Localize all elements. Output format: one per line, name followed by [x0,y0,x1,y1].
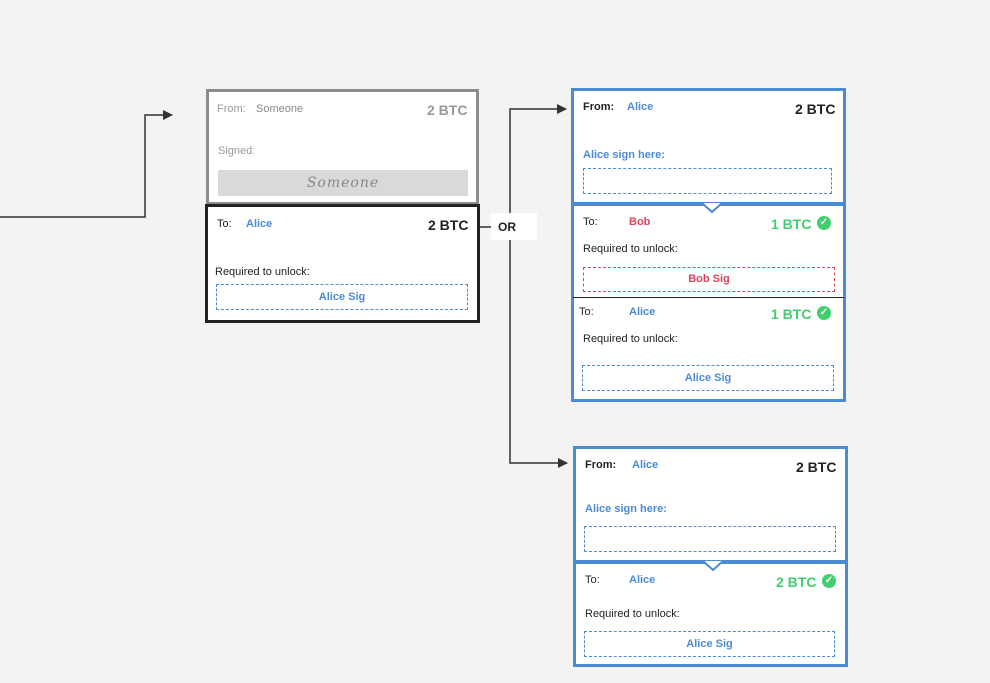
source-amount: 2 BTC [427,102,468,118]
source-output-to-label: To: [217,218,232,230]
tx-b-amount: 2 BTC [796,459,837,475]
tx-a-input-card [571,88,846,205]
tx-a-notch [702,203,722,213]
tx-a-from-label: From: [583,101,615,113]
source-signed-label: Signed: [218,145,256,157]
tx-a-sign-here: Alice sign here: [583,149,665,161]
tx-a-signature-field[interactable] [583,168,832,194]
check-icon: ✓ [817,306,831,320]
incoming-arrow [0,110,173,218]
tx-a-output-1-amount: 1 BTC [771,216,812,232]
source-output-amount: 2 BTC [428,217,469,233]
tx-b-from-label: From: [585,459,617,471]
tx-b-input-card [573,446,848,563]
check-icon: ✓ [817,216,831,230]
tx-a-amount: 2 BTC [795,101,836,117]
arrow-to-tx-b [509,238,568,468]
source-output-card [205,204,480,323]
tx-a-output-divider [573,297,844,298]
source-signature: Someone [306,175,380,191]
or-label-box [491,213,537,240]
tx-b-output-to-name: Alice [629,574,656,586]
tx-b-output-sig-box: Alice Sig [584,631,835,657]
tx-a-output-1-sig-box: Bob Sig [583,267,835,292]
tx-a-output-2-sig-box: Alice Sig [582,365,834,391]
tx-b-sign-here: Alice sign here: [585,503,667,515]
tx-a-output-2-to-name: Alice [629,306,656,318]
source-signature-box [218,170,468,196]
tx-a-output-1-required-label: Required to unlock: [583,243,678,255]
tx-a-from-name: Alice [627,101,654,113]
tx-a-output-1-to-label: To: [583,216,598,228]
source-output-to-name: Alice [246,218,273,230]
source-output-sig-box: Alice Sig [216,284,468,310]
tx-a-output-1-to-name: Bob [629,216,651,228]
tx-a-output-2-to-label: To: [579,306,594,318]
tx-b-notch [703,561,723,571]
tx-b-output-required-label: Required to unlock: [585,608,680,620]
source-from-label: From: [217,103,246,115]
or-label: OR [498,220,516,234]
source-output-required-label: Required to unlock: [215,266,310,278]
arrow-to-tx-a [509,104,567,216]
tx-a-output-2-required-label: Required to unlock: [583,333,678,345]
tx-b-output-amount: 2 BTC [776,574,817,590]
tx-b-from-name: Alice [632,459,659,471]
tx-b-signature-field[interactable] [584,526,836,552]
tx-b-output-to-label: To: [585,574,600,586]
source-from-name: Someone [256,103,304,115]
tx-a-output-2-amount: 1 BTC [771,306,812,322]
check-icon: ✓ [822,574,836,588]
